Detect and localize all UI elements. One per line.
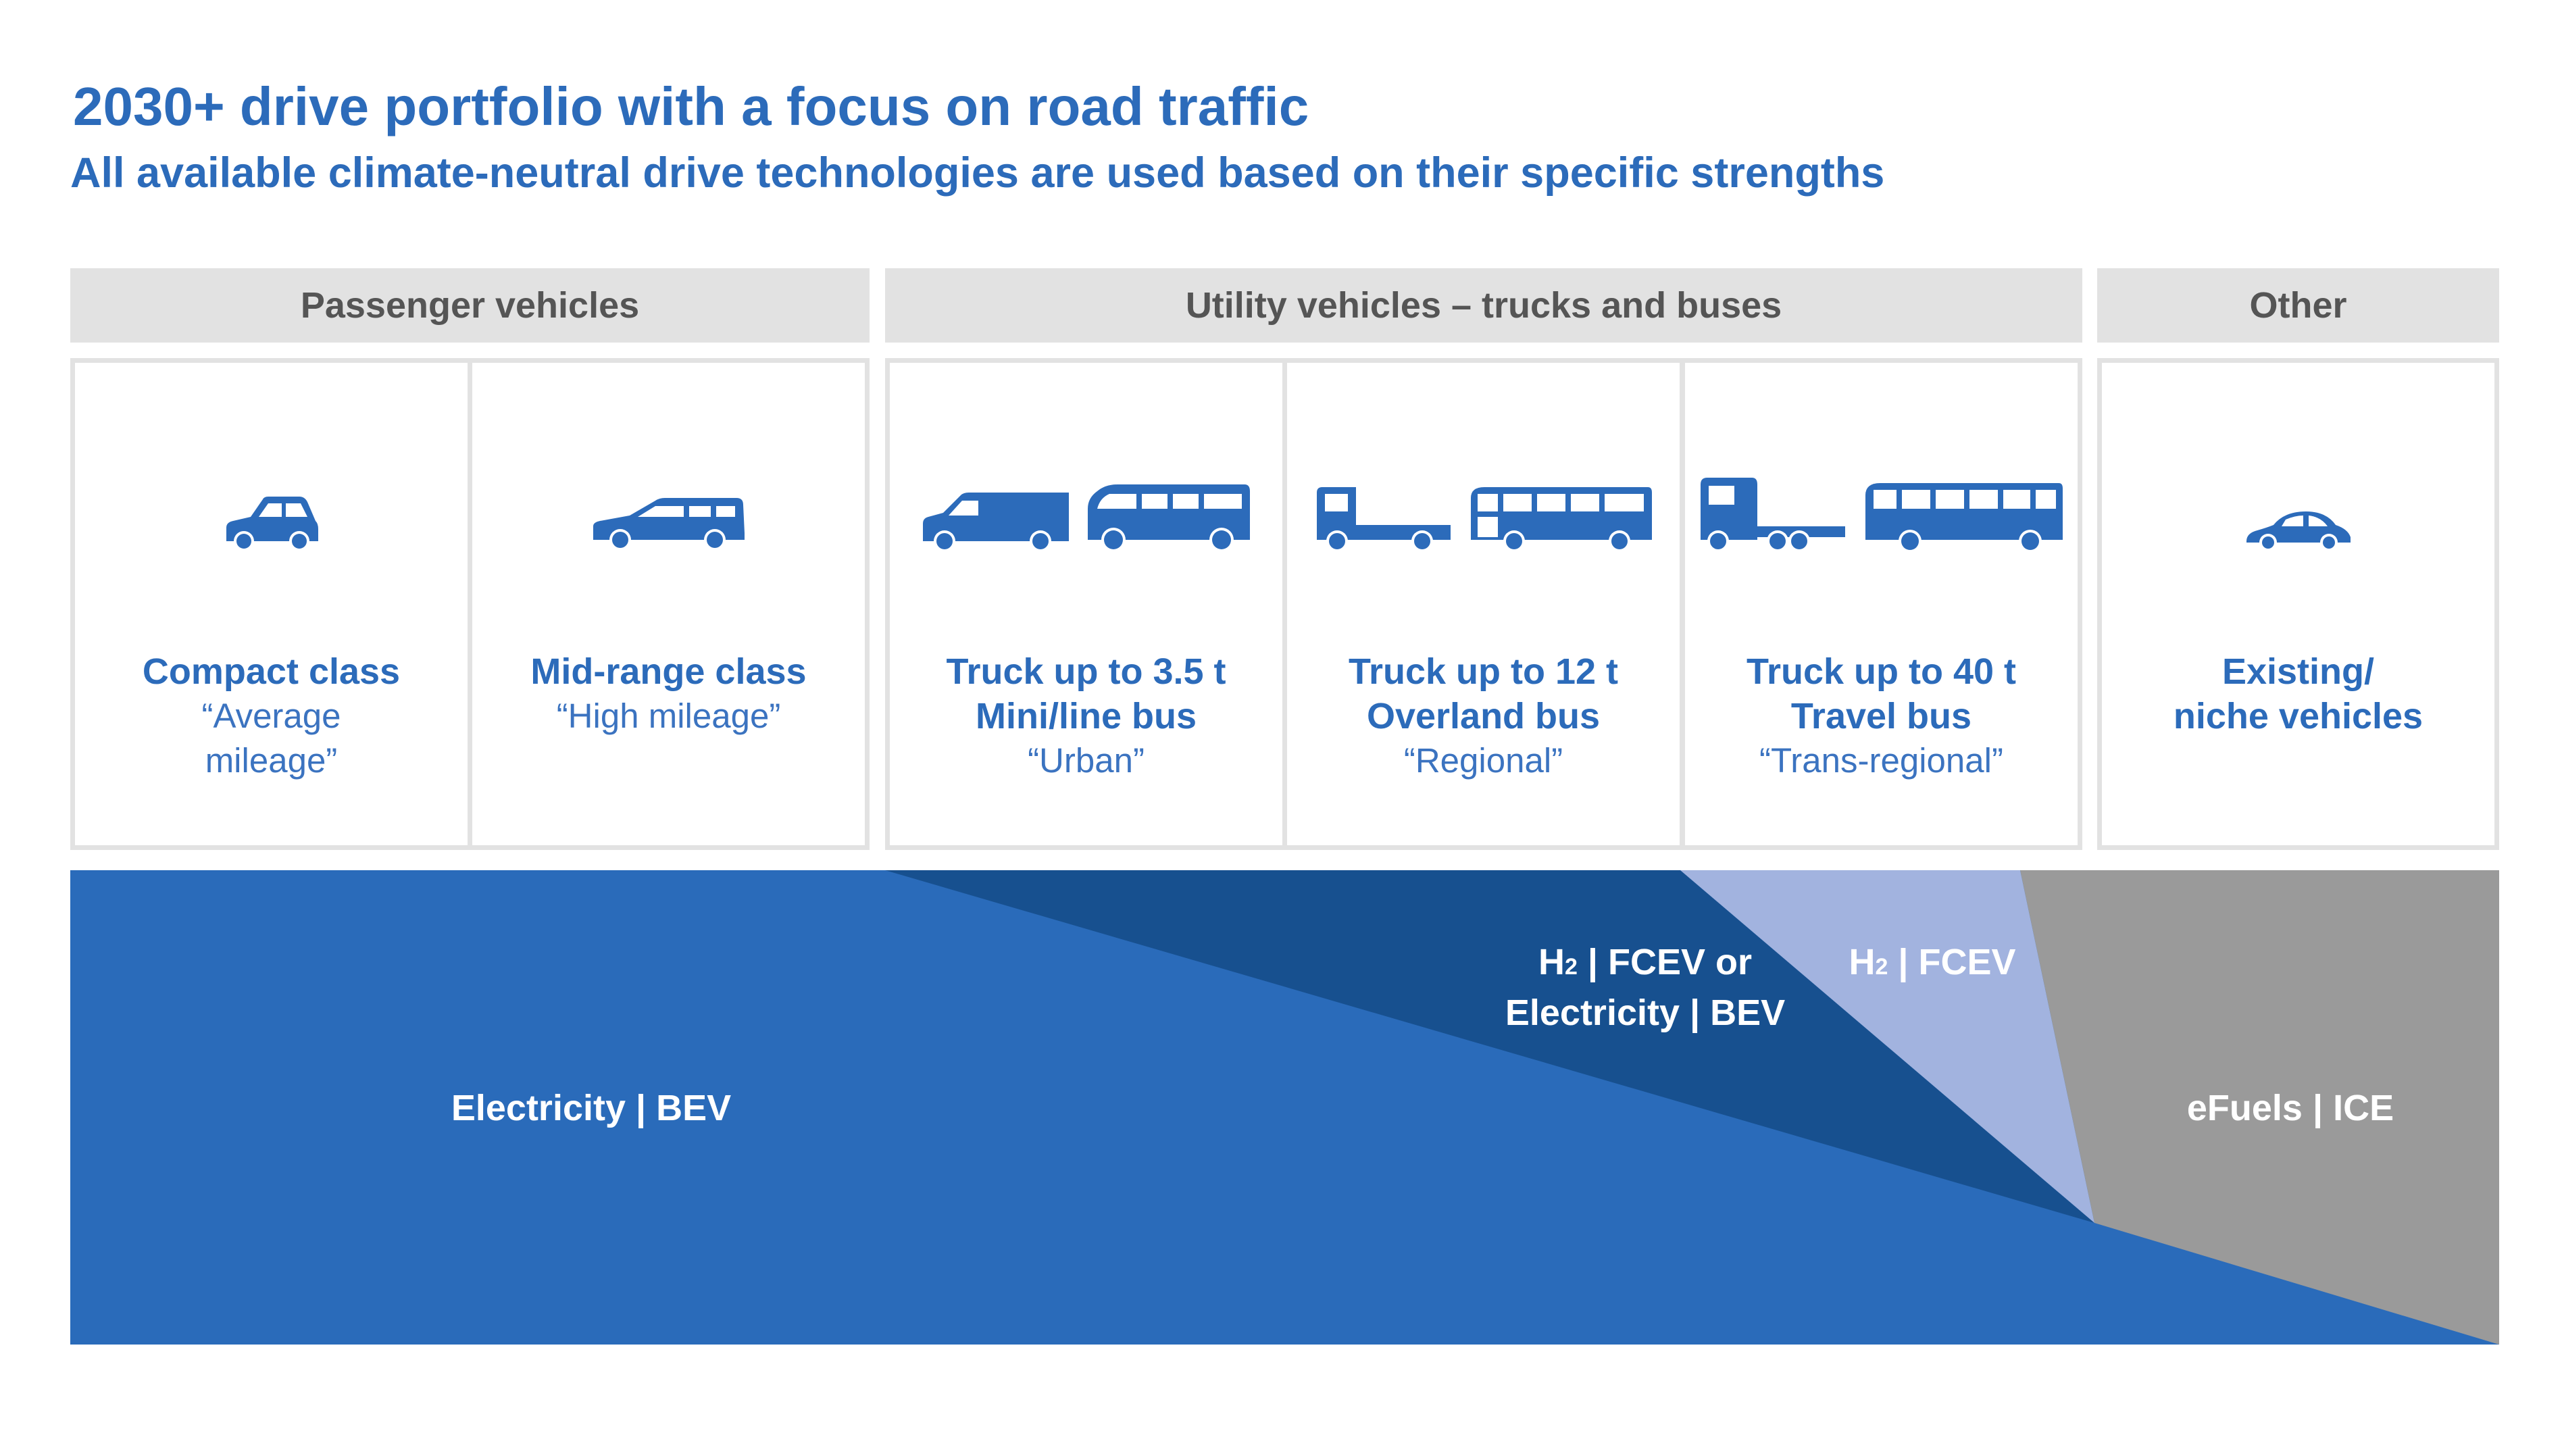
segment-name: Truck up to 40 t <box>1746 651 2017 692</box>
segment-card-midrange: Mid-range class “High mileage” <box>468 358 870 850</box>
card-icon-group <box>472 464 865 552</box>
h2-symbol: H <box>1849 942 1876 982</box>
segment-usage: “Urban” <box>1028 741 1145 780</box>
fcev-text: | FCEV <box>1888 942 2016 982</box>
segment-name: Truck up to 12 t <box>1348 651 1619 692</box>
segment-usage: “High mileage” <box>556 697 781 735</box>
beetle-car-icon <box>2246 511 2351 551</box>
segment-usage: “Regional” <box>1403 741 1563 780</box>
flatbed-truck-icon <box>1316 487 1451 552</box>
minibus-icon <box>1087 484 1250 552</box>
van-icon <box>922 493 1069 552</box>
category-label: Passenger vehicles <box>300 285 640 326</box>
h2-symbol: H <box>1538 942 1565 982</box>
card-icon-group <box>890 464 1282 552</box>
category-header-utility: Utility vehicles – trucks and buses <box>885 268 2082 343</box>
fcev-label: H2 | FCEV <box>1797 939 2067 990</box>
segment-name: Existing/ <box>2221 651 2375 692</box>
efuels-area <box>2020 870 2499 1345</box>
compact-car-icon <box>226 497 318 551</box>
segment-card-niche: Existing/ niche vehicles <box>2097 358 2499 850</box>
segment-name: Mid-range class <box>530 651 807 692</box>
card-icon-group <box>1685 464 2078 552</box>
bus-icon <box>1470 487 1652 552</box>
segment-card-compact: Compact class “Average mileage” <box>70 358 472 850</box>
coach-icon <box>1865 483 2063 552</box>
segment-name-2: Overland bus <box>1366 696 1601 736</box>
segment-card-urban: Truck up to 3.5 t Mini/line bus “Urban” <box>885 358 1287 850</box>
bev-label: Electricity | BEV <box>451 1088 732 1128</box>
segment-usage-2: mileage” <box>205 741 338 780</box>
fcev-or-text: | FCEV or <box>1577 942 1753 982</box>
segment-name: Compact class <box>142 651 401 692</box>
card-icon-group <box>2102 464 2494 552</box>
card-icon-group <box>75 464 468 552</box>
segment-usage: “Average <box>201 697 341 735</box>
segment-card-regional: Truck up to 12 t Overland bus “Regional” <box>1282 358 1684 850</box>
station-wagon-icon <box>593 498 745 551</box>
fcev-area <box>1680 870 2094 1223</box>
semi-truck-icon <box>1700 478 1845 552</box>
segment-name-2: niche vehicles <box>2173 696 2423 736</box>
category-label: Utility vehicles – trucks and buses <box>1185 285 1782 326</box>
card-icon-group <box>1287 464 1680 552</box>
segment-name-2: Mini/line bus <box>975 696 1197 736</box>
fcev-or-bev-line2: Electricity | BEV <box>1505 993 1786 1033</box>
segment-card-transregional: Truck up to 40 t Travel bus “Trans-regio… <box>1680 358 2082 850</box>
fcev-or-bev-label: H2 | FCEV or Electricity | BEV <box>1409 939 1882 1036</box>
h2-subscript: 2 <box>1564 954 1578 980</box>
fcev-or-bev-line1: H2 | FCEV or <box>1409 939 1882 990</box>
category-label: Other <box>2249 285 2347 326</box>
page-subtitle: All available climate-neutral drive tech… <box>70 149 1885 197</box>
fcev-or-bev-area <box>885 870 2094 1223</box>
efuels-label: eFuels | ICE <box>2186 1088 2394 1128</box>
category-header-passenger: Passenger vehicles <box>70 268 870 343</box>
h2-subscript: 2 <box>1875 954 1888 980</box>
segment-usage: “Trans-regional” <box>1759 741 2003 780</box>
segment-name-2: Travel bus <box>1790 696 1972 736</box>
segment-name: Truck up to 3.5 t <box>946 651 1226 692</box>
page-title: 2030+ drive portfolio with a focus on ro… <box>73 76 1309 136</box>
category-header-other: Other <box>2097 268 2499 343</box>
